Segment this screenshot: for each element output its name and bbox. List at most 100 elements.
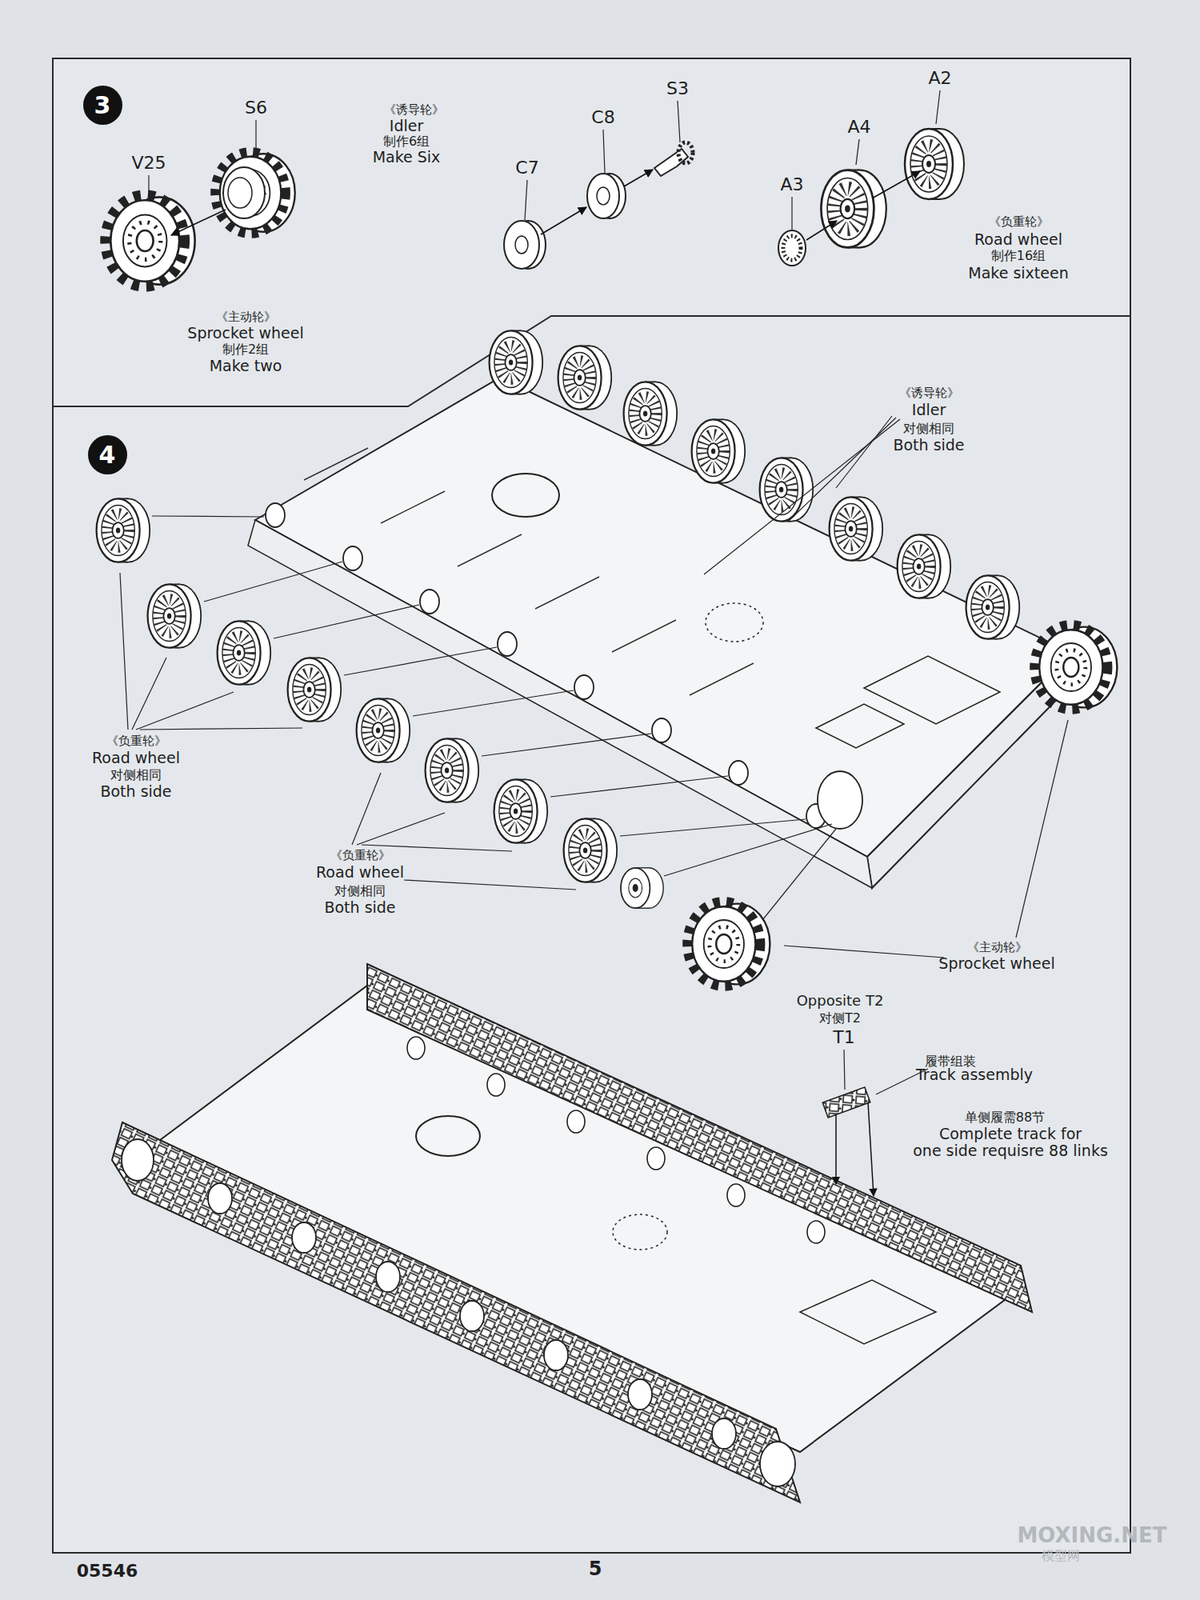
step3-leaders bbox=[148, 90, 940, 230]
part-number-text: S3 bbox=[666, 78, 689, 99]
part-number: C7 bbox=[515, 157, 539, 178]
step-number: 4 bbox=[88, 435, 128, 475]
part-number-text: C8 bbox=[591, 107, 615, 128]
side-note-text: Opposite T2 bbox=[796, 992, 884, 1009]
quantity-note-text: Make Six bbox=[372, 148, 441, 166]
chinese-heading: 《负重轮》 bbox=[988, 215, 1049, 229]
chinese-note: 单侧履需88节 bbox=[964, 1110, 1045, 1125]
page-frame bbox=[52, 58, 1131, 1553]
step4-leaders bbox=[120, 416, 1068, 958]
part-number: A3 bbox=[780, 174, 804, 195]
part-label-text: Road wheel bbox=[974, 230, 1063, 248]
chinese-note: 制作6组 bbox=[383, 134, 430, 149]
side-note-text: Both side bbox=[324, 898, 396, 916]
part-number: A4 bbox=[847, 116, 871, 137]
chinese-heading-text: 《负重轮》 bbox=[106, 733, 167, 748]
part-number: T1 bbox=[832, 1027, 855, 1048]
watermark: 模型网 bbox=[1041, 1548, 1080, 1564]
part-number: S3 bbox=[666, 78, 689, 99]
chinese-note: 对侧相同 bbox=[334, 884, 386, 899]
chinese-heading-text: 《诱导轮》 bbox=[899, 385, 960, 400]
part-label: Sprocket wheel bbox=[938, 955, 1055, 973]
part-label: Road wheel bbox=[92, 749, 180, 768]
part-label: Track assembly bbox=[916, 1066, 1033, 1084]
side-note-text: Both side bbox=[100, 782, 172, 800]
part-number-text: C7 bbox=[515, 157, 539, 178]
chinese-note-text: 对侧相同 bbox=[110, 767, 162, 783]
part-number-text: A4 bbox=[847, 116, 871, 137]
chinese-heading: 《主动轮》 bbox=[216, 310, 276, 324]
chinese-heading: 《诱导轮》 bbox=[384, 103, 444, 117]
step3-parts bbox=[105, 128, 964, 287]
chinese-heading-text: 《主动轮》 bbox=[967, 940, 1028, 955]
side-note: Both side bbox=[324, 899, 396, 917]
quantity-note-text: Make two bbox=[209, 356, 283, 375]
quantity-note: Make Six bbox=[372, 148, 441, 167]
chinese-note-text: 制作16组 bbox=[991, 248, 1046, 264]
part-label: Road wheel bbox=[316, 864, 404, 882]
part-label-text: Idler bbox=[912, 400, 946, 419]
step-number: 3 bbox=[83, 85, 123, 125]
chinese-note-text: 对侧T2 bbox=[819, 1010, 861, 1026]
part-label: Idler bbox=[912, 401, 946, 420]
page-number-text: 5 bbox=[588, 1557, 603, 1580]
part-number: A2 bbox=[928, 68, 952, 88]
part-label-text: Sprocket wheel bbox=[187, 324, 304, 342]
step4-hull bbox=[248, 377, 1076, 888]
assembled-hull bbox=[112, 964, 1032, 1503]
part-number: V25 bbox=[131, 152, 166, 173]
chinese-heading-text: 《负重轮》 bbox=[330, 848, 391, 863]
kit-number: 05546 bbox=[76, 1560, 139, 1581]
step4-far-wheels bbox=[489, 330, 1118, 709]
quantity-note-text: Make sixteen bbox=[968, 264, 1068, 282]
side-note: Both side bbox=[100, 783, 172, 801]
chinese-note: 对侧相同 bbox=[903, 421, 955, 436]
kit-number-text: 05546 bbox=[76, 1560, 139, 1581]
part-label-text: Road wheel bbox=[92, 748, 180, 767]
chinese-heading: 《主动轮》 bbox=[967, 940, 1028, 955]
chinese-note-text: 制作2组 bbox=[222, 341, 269, 357]
side-note: Opposite T2 bbox=[796, 992, 884, 1010]
chinese-heading: 《负重轮》 bbox=[106, 734, 167, 748]
part-label: Idler bbox=[389, 117, 424, 136]
part-label-text: Road wheel bbox=[316, 863, 404, 881]
watermark-text: 模型网 bbox=[1041, 1548, 1080, 1564]
part-number-text: V25 bbox=[131, 152, 166, 173]
chinese-note: 制作16组 bbox=[991, 248, 1046, 264]
chinese-note: 对侧T2 bbox=[819, 1011, 861, 1026]
chinese-heading-text: 《诱导轮》 bbox=[384, 102, 444, 117]
instruction-note-text: one side requisre 88 links bbox=[912, 1141, 1108, 1160]
quantity-note: Make sixteen bbox=[968, 264, 1068, 283]
quantity-note: Make two bbox=[209, 357, 283, 376]
chinese-heading-text: 《负重轮》 bbox=[988, 214, 1049, 229]
part-label: Sprocket wheel bbox=[187, 324, 304, 343]
side-note: Both side bbox=[892, 436, 964, 455]
part-label-text: Idler bbox=[389, 116, 424, 135]
part-label: Road wheel bbox=[974, 231, 1063, 249]
instruction-note: one side requisre 88 links bbox=[912, 1142, 1108, 1160]
step-number-text: 3 bbox=[94, 91, 112, 120]
step4-near-wheels bbox=[96, 498, 771, 986]
part-number-text: A2 bbox=[928, 68, 952, 88]
chinese-note: 对侧相同 bbox=[110, 768, 162, 783]
step-number-text: 4 bbox=[99, 440, 116, 469]
step4-assembly-lines bbox=[152, 516, 836, 928]
part-number-text: S6 bbox=[244, 97, 268, 118]
chinese-note-text: 对侧相同 bbox=[903, 420, 955, 436]
watermark: MOXING.NET bbox=[1016, 1524, 1167, 1548]
chinese-heading: 《诱导轮》 bbox=[899, 386, 960, 400]
part-label-text: Track assembly bbox=[916, 1065, 1033, 1084]
chinese-note-text: 对侧相同 bbox=[334, 883, 386, 899]
chinese-note: 制作2组 bbox=[222, 342, 269, 357]
part-label-text: Sprocket wheel bbox=[938, 954, 1055, 972]
chinese-heading: 《负重轮》 bbox=[330, 848, 391, 863]
part-number: S6 bbox=[244, 97, 268, 118]
watermark-text: MOXING.NET bbox=[1016, 1523, 1167, 1548]
part-number: C8 bbox=[591, 107, 615, 128]
side-note-text: Both side bbox=[892, 436, 964, 454]
instruction-note-text: Complete track for bbox=[939, 1124, 1082, 1143]
chinese-note-text: 制作6组 bbox=[383, 133, 430, 149]
page-number: 5 bbox=[588, 1558, 603, 1581]
part-number-text: A3 bbox=[780, 174, 804, 195]
instruction-note: Complete track for bbox=[939, 1125, 1082, 1144]
